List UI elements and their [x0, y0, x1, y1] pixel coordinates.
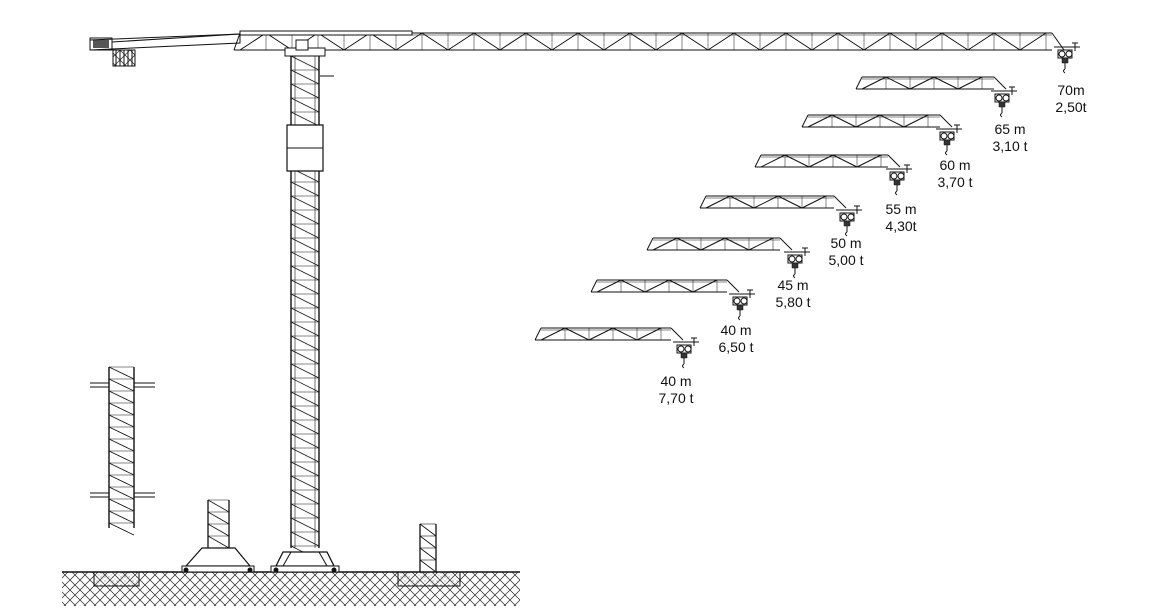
jib-load: 5,80 t [775, 294, 811, 310]
jib-load: 2,50t [1055, 99, 1087, 115]
jib-label-40b: 40 m 7,70 t [647, 373, 705, 407]
mast-section-detail [90, 367, 155, 535]
jib-length: 55 m [885, 201, 917, 217]
jib-label-50: 50 m 5,00 t [817, 235, 875, 269]
jib-load: 4,30t [885, 218, 917, 234]
jib-load: 3,10 t [992, 138, 1028, 154]
jib-length: 60 m [939, 157, 971, 173]
jib-length: 65 m [994, 121, 1026, 137]
jib-label-70: 70m 2,50t [1046, 82, 1096, 116]
main-jib [234, 31, 1080, 73]
jib-length: 40 m [720, 322, 752, 338]
jib-label-60: 60 m 3,70 t [926, 157, 984, 191]
jib-length: 40 m [660, 373, 692, 389]
jib-load: 3,70 t [937, 174, 973, 190]
jib-load: 5,00 t [828, 252, 864, 268]
jib-load: 7,70 t [658, 390, 694, 406]
jib-length: 45 m [777, 277, 809, 293]
jib-length: 50 m [830, 235, 862, 251]
jib-label-65: 65 m 3,10 t [981, 121, 1039, 155]
jib-variants [535, 77, 1017, 368]
erection-masts [182, 500, 436, 573]
jib-label-55: 55 m 4,30t [872, 201, 930, 235]
jib-label-40a: 40 m 6,50 t [707, 322, 765, 356]
tower-mast [271, 40, 339, 573]
jib-label-45: 45 m 5,80 t [764, 277, 822, 311]
counter-jib [90, 34, 240, 66]
jib-length: 70m [1057, 82, 1085, 98]
ground [62, 572, 520, 606]
jib-load: 6,50 t [718, 339, 754, 355]
